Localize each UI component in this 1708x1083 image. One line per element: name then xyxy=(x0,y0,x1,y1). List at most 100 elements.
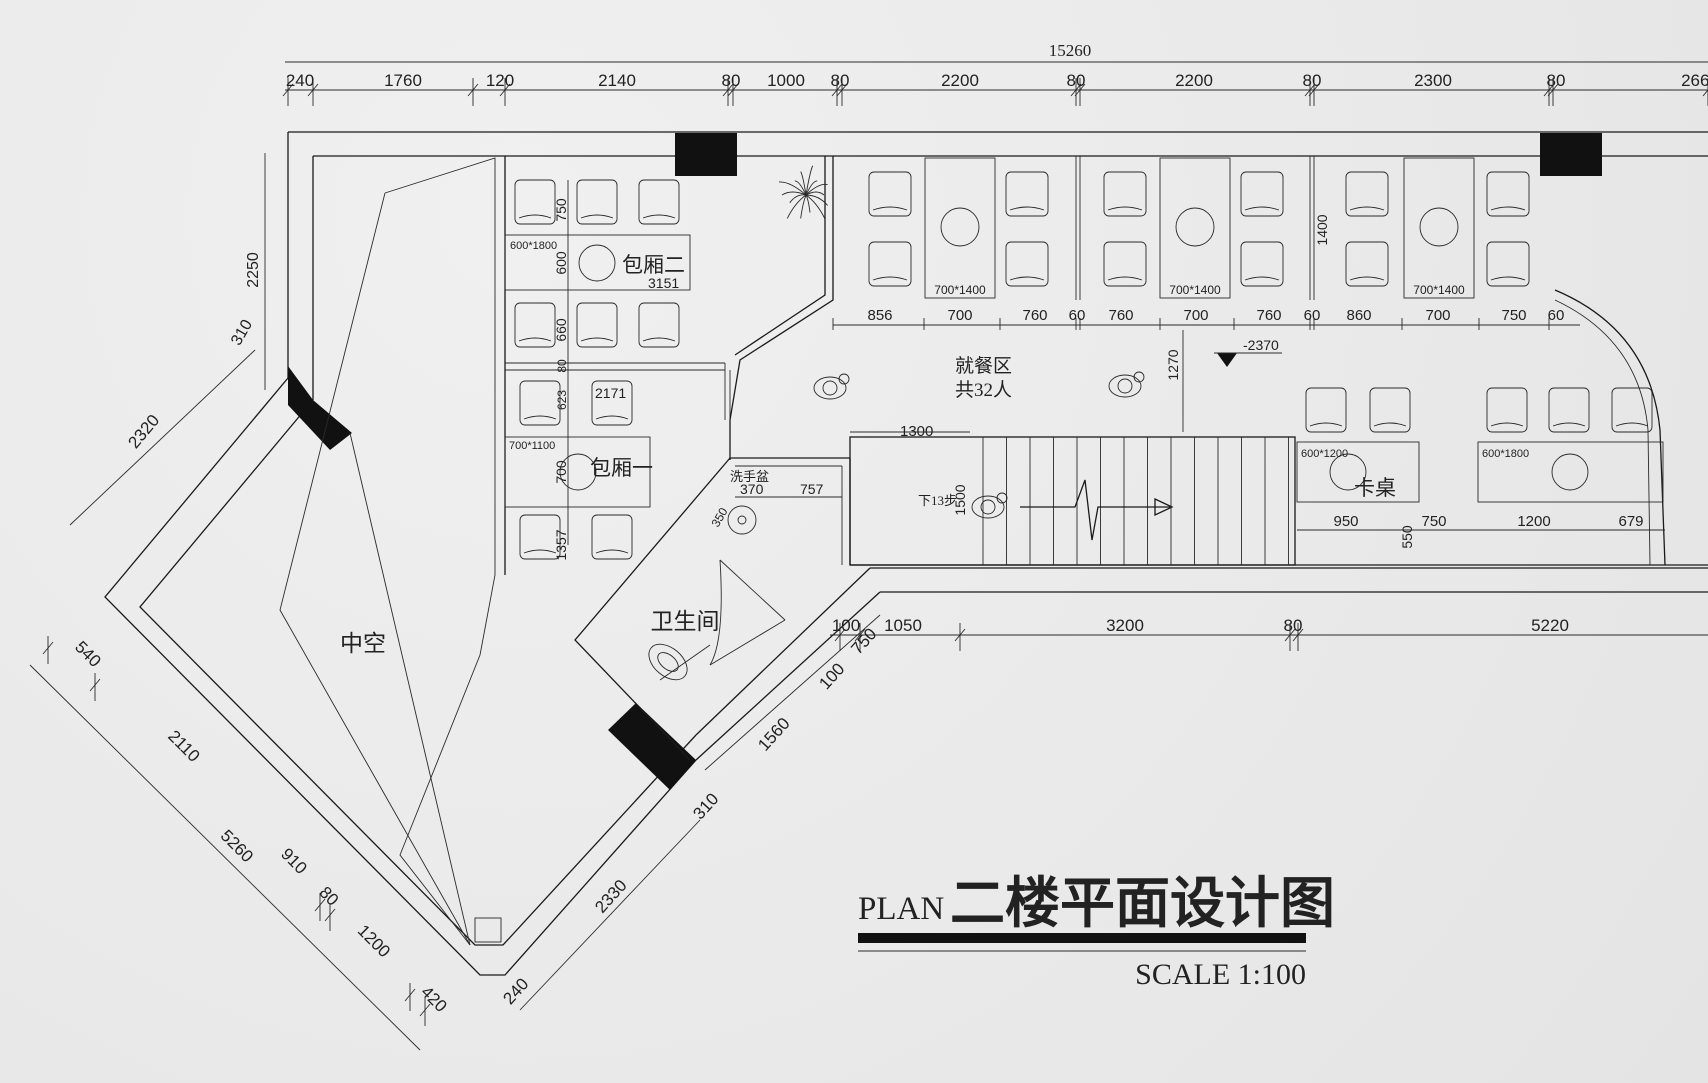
dim-dining-11: 60 xyxy=(1548,307,1565,324)
dim-top-6: 80 xyxy=(831,71,850,90)
room1-table-size: 700*1100 xyxy=(509,440,555,452)
chair-icon xyxy=(1345,171,1389,217)
dim-diag-right-5: 240 xyxy=(499,974,532,1008)
dim-dining-2: 760 xyxy=(1022,307,1047,324)
dim-bottom-3: 80 xyxy=(1284,616,1303,635)
column-top-2 xyxy=(1540,133,1602,176)
dim-top-10: 80 xyxy=(1303,71,1322,90)
person-icon xyxy=(971,492,1008,519)
dim-top-12: 80 xyxy=(1547,71,1566,90)
dim-top-9: 2200 xyxy=(1175,71,1213,90)
dim-370: 370 xyxy=(740,481,764,497)
dim-total-width: 15260 xyxy=(1049,41,1092,60)
level-mark: -2370 xyxy=(1243,337,1279,353)
chair-icon xyxy=(591,514,633,560)
plant-icon xyxy=(778,165,828,219)
dim-top-11: 2300 xyxy=(1414,71,1452,90)
booth-table-size-2: 600*1800 xyxy=(1482,448,1529,460)
bottom-dimension-chain: 100 1050 3200 80 5220 xyxy=(830,616,1708,651)
dim-diag-left-0: 540 xyxy=(71,637,104,670)
washbasin-label: 洗手盆 xyxy=(730,469,769,484)
dim-2171: 2171 xyxy=(595,385,626,401)
column-top-1 xyxy=(675,133,737,176)
dining-table-size-0: 700*1400 xyxy=(934,283,986,297)
dim-top-0: 240 xyxy=(286,71,314,90)
dim-dining-5: 700 xyxy=(1183,307,1208,324)
toilet-icon xyxy=(648,643,688,681)
private-rooms: 600*1800 包厢二 3151 700*1100 包厢一 2171 750 … xyxy=(504,156,834,575)
dim-diag-right-0: 100 xyxy=(815,659,848,693)
toilet-area: 洗手盆 370 757 350 卫生间 xyxy=(574,457,851,761)
chair-icon xyxy=(1305,387,1347,433)
dim-dining-10: 750 xyxy=(1501,307,1526,324)
chair-icon xyxy=(1611,387,1653,433)
dim-diag-left-2: 5260 xyxy=(217,826,257,866)
dining-table xyxy=(1159,157,1231,299)
title-prefix: PLAN xyxy=(858,891,944,927)
dim-623: 623 xyxy=(555,390,569,410)
dim-bottom-2: 3200 xyxy=(1106,616,1144,635)
toilet-label: 卫生间 xyxy=(651,609,720,634)
chair-icon xyxy=(576,179,618,225)
title-main: 二楼平面设计图 xyxy=(950,872,1335,934)
booth-table-size-1: 600*1200 xyxy=(1301,448,1348,460)
chair-icon xyxy=(1103,241,1147,287)
dim-dining-0: 856 xyxy=(867,307,892,324)
dim-top-2: 120 xyxy=(486,71,514,90)
dim-diag-left-3: 910 xyxy=(277,844,310,877)
dining-area-label: 就餐区 xyxy=(955,355,1012,377)
atrium-void: 中空 xyxy=(279,157,502,946)
washbasin-icon xyxy=(727,505,757,535)
dim-700-room1: 700 xyxy=(553,460,569,484)
outer-walls xyxy=(104,131,1708,976)
stair-down-label: 下13步 xyxy=(918,493,957,508)
atrium-label: 中空 xyxy=(340,631,386,656)
chair-icon xyxy=(638,179,680,225)
dim-dining-6: 760 xyxy=(1256,307,1281,324)
dim-diag-left-1: 2110 xyxy=(164,726,203,765)
dim-dining-8: 860 xyxy=(1346,307,1371,324)
stair: 1300 下13步 1500 xyxy=(849,423,1296,566)
title-scale: SCALE 1:100 xyxy=(1135,958,1306,991)
room2-label: 包厢二 xyxy=(622,253,685,277)
dim-diag-right-2: 1560 xyxy=(754,714,793,755)
dim-757: 757 xyxy=(800,481,824,497)
chair-icon xyxy=(1240,171,1284,217)
dim-top-8: 80 xyxy=(1067,71,1086,90)
level-marker-icon xyxy=(1217,353,1237,367)
chair-icon xyxy=(591,380,633,426)
dim-bottom-0: 100 xyxy=(832,616,860,635)
dim-booth-1: 750 xyxy=(1421,513,1446,530)
dim-600: 600 xyxy=(553,251,569,275)
chair-icon xyxy=(514,302,556,348)
dim-1270: 1270 xyxy=(1165,349,1181,380)
dining-table-size-1: 700*1400 xyxy=(1169,283,1221,297)
chair-icon xyxy=(1369,387,1411,433)
chair-icon xyxy=(519,514,561,560)
dim-booth-2: 1200 xyxy=(1517,513,1550,530)
booth-label: 卡桌 xyxy=(1354,476,1396,500)
chair-icon xyxy=(1005,171,1049,217)
chair-icon xyxy=(1005,241,1049,287)
column-bottom xyxy=(608,703,696,790)
dim-diag-right-4: 2330 xyxy=(591,876,630,917)
chair-icon xyxy=(1486,171,1530,217)
dim-top-3: 2140 xyxy=(598,71,636,90)
dim-1400: 1400 xyxy=(1314,214,1330,245)
chair-icon xyxy=(519,380,561,426)
dining-table xyxy=(1403,157,1475,299)
person-icon xyxy=(1108,371,1145,398)
dim-bottom-4: 5220 xyxy=(1531,616,1569,635)
dim-top-5: 1000 xyxy=(767,71,805,90)
dim-diag-right-3: 310 xyxy=(689,789,722,823)
chair-icon xyxy=(1240,241,1284,287)
dim-dining-3: 60 xyxy=(1069,307,1086,324)
chair-icon xyxy=(1486,241,1530,287)
chair-icon xyxy=(514,179,556,225)
dim-bottom-1: 1050 xyxy=(884,616,922,635)
dim-3151: 3151 xyxy=(648,275,679,291)
